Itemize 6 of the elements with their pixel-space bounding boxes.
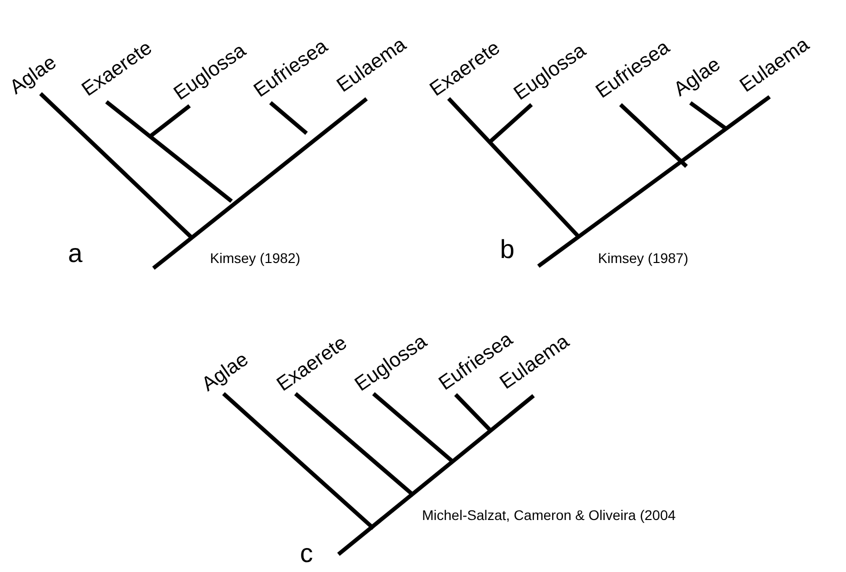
citation-text: Kimsey (1987) (598, 251, 688, 265)
panel-letter: c (300, 540, 313, 566)
citation-text: Kimsey (1982) (210, 251, 300, 265)
panel-letter: b (500, 236, 514, 262)
citation-text: Michel-Salzat, Cameron & Oliveira (2004 (422, 508, 676, 522)
panel-letter: a (68, 240, 82, 266)
